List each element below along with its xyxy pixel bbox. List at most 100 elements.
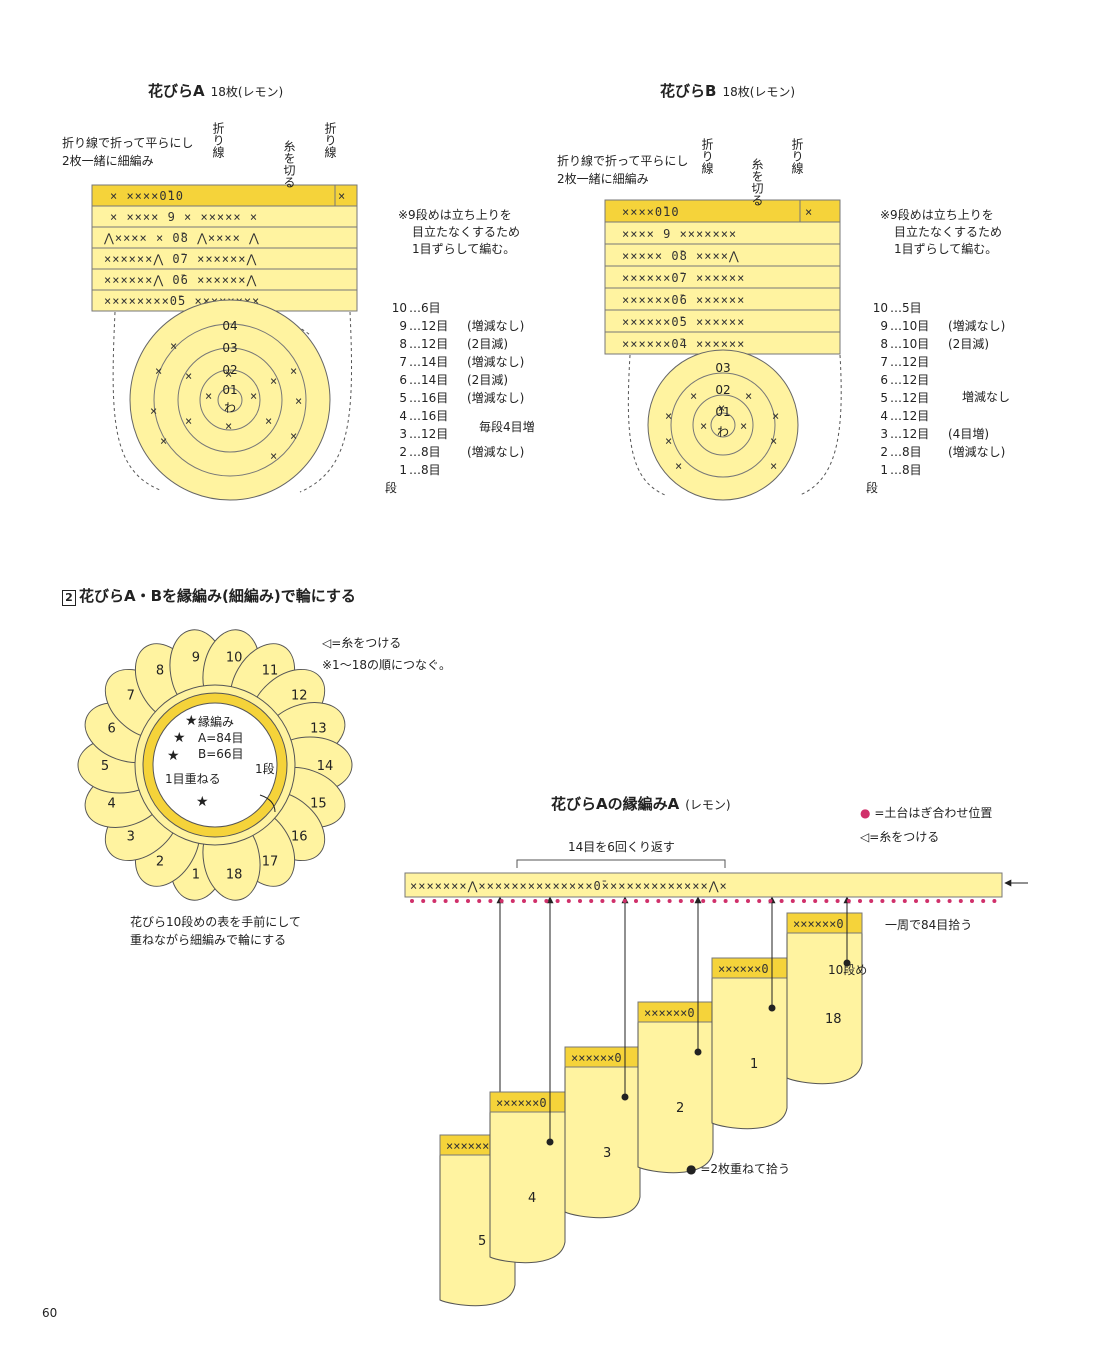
edging-petal-stitches: ××××××0 xyxy=(496,1096,547,1110)
row-count: …8目 xyxy=(890,445,922,459)
svg-text:×: × xyxy=(338,189,346,203)
row-entry: 10…5目 xyxy=(866,299,1038,317)
row-unit-label: 段 xyxy=(866,481,879,495)
row-change xyxy=(948,461,1038,479)
row-entry: 8…10目(2目減) xyxy=(866,335,1038,353)
row-count: …10目 xyxy=(890,337,930,351)
edging-petal-stitches: ××××××0 xyxy=(644,1006,695,1020)
seam-dot xyxy=(768,899,773,903)
seam-dot xyxy=(432,899,437,903)
seam-dot xyxy=(981,899,986,903)
petal-number: 14 xyxy=(317,759,334,774)
seam-dot xyxy=(790,899,795,903)
seam-dot xyxy=(611,899,616,903)
row-change: (増減なし) xyxy=(467,355,525,369)
row-number: 8 xyxy=(399,337,407,351)
row-change xyxy=(467,299,557,317)
row-entry: 6…12目 xyxy=(866,371,1038,389)
seam-dot xyxy=(846,899,851,903)
edging-title: 花びらAの縁編みA(レモン) xyxy=(551,795,731,813)
svg-text:××××××0̄5 ××××××: ××××××0̄5 ×××××× xyxy=(622,315,745,329)
row-number: 2 xyxy=(399,445,407,459)
petal-b-bracket-note: 増減なし xyxy=(962,390,1011,404)
star-icon: ★ xyxy=(196,794,209,810)
row-entry: 2…8目(増減なし) xyxy=(385,443,557,461)
seam-dot xyxy=(645,899,650,903)
row-number: 9 xyxy=(399,319,407,333)
petal-number: 10 xyxy=(226,651,243,666)
section-2-caption: 花びら10段めの表を手前にして 重ねながら細編みで輪にする xyxy=(130,915,301,947)
seam-dot xyxy=(544,899,549,903)
row-count: …12目 xyxy=(890,355,930,369)
svg-text:×: × xyxy=(290,364,298,378)
edging-repeat-label: 14目を6回くり返す xyxy=(568,840,675,854)
svg-text:××××××0̄4 ××××××: ××××××0̄4 ×××××× xyxy=(622,337,745,351)
edging-petal-stitches: ××××××0 xyxy=(571,1051,622,1065)
row-change: (増減なし) xyxy=(948,319,1006,333)
petal-number: 8 xyxy=(156,664,164,679)
svg-text:×: × xyxy=(155,364,163,378)
petal-number: 16 xyxy=(291,830,308,845)
svg-text:×: × xyxy=(225,419,233,433)
seam-dot xyxy=(477,899,482,903)
row-number: 7 xyxy=(399,355,407,369)
edging-pickup-label: 一周で84目拾う xyxy=(885,918,973,932)
seam-dot xyxy=(936,899,941,903)
seam-dot xyxy=(656,899,661,903)
svg-text:×: × xyxy=(290,429,298,443)
seam-dot xyxy=(634,899,638,903)
svg-text:×: × xyxy=(745,389,753,403)
row-change: (2目減) xyxy=(948,337,989,351)
row-number: 4 xyxy=(399,409,407,423)
petal-number: 4 xyxy=(107,797,115,812)
row-number: 4 xyxy=(880,409,888,423)
petal-number: 11 xyxy=(262,664,279,679)
row-change: (増減なし) xyxy=(467,445,525,459)
edging-petal-number: 18 xyxy=(825,1012,842,1027)
petal-b-note: ※9段めは立ち上りを 目立たなくするため 1目ずらして編む。 xyxy=(880,208,1003,256)
circle-row-label: 01 xyxy=(222,383,237,397)
edging-petal xyxy=(637,1001,714,1174)
seam-dot xyxy=(522,899,526,903)
row-entry: 9…10目(増減なし) xyxy=(866,317,1038,335)
edging-diagram: ××××××05××××××04××××××03××××××02××××××01… xyxy=(404,859,1028,1307)
petal-number: 9 xyxy=(192,651,200,666)
row-count: …12目 xyxy=(409,427,449,441)
seam-dot xyxy=(712,899,717,903)
row-count: …16目 xyxy=(409,409,449,423)
petal-a-fold-line-label-1: 折り線 xyxy=(211,122,225,158)
svg-text:×: × xyxy=(225,367,233,381)
row-entry: 8…12目(2目減) xyxy=(385,335,557,353)
svg-text:×: × xyxy=(265,414,273,428)
row-entry: 2…8目(増減なし) xyxy=(866,443,1038,461)
seam-dot xyxy=(947,899,952,903)
seam-dot xyxy=(869,899,874,903)
row-number: 6 xyxy=(399,373,407,387)
svg-text:××××××⋀ 0̄6 ××××××⋀: ××××××⋀ 0̄6 ××××××⋀ xyxy=(104,273,257,287)
seam-dot xyxy=(421,899,426,903)
petal-number: 2 xyxy=(156,854,164,869)
svg-text:×: × xyxy=(665,434,673,448)
row-count: …12目 xyxy=(890,427,930,441)
seam-dot xyxy=(622,899,627,903)
seam-dot xyxy=(746,899,750,903)
row-number: 1 xyxy=(399,463,407,477)
row-count: …12目 xyxy=(409,319,449,333)
petal-b-fold-line-label-2: 折り線 xyxy=(790,138,804,174)
edging-petal-row10 xyxy=(786,912,863,934)
svg-text:×: × xyxy=(690,389,698,403)
svg-text:×××××××⋀××××××××××××××0̄××××××: ×××××××⋀××××××××××××××0̄×××××××××××××⋀× xyxy=(410,879,728,893)
edging-two-layer-label: ● =2枚重ねて拾う xyxy=(686,1162,791,1176)
petal-number: 7 xyxy=(127,688,135,703)
petal-a-bracket-note: 毎段4目増 xyxy=(479,420,535,434)
seam-dot xyxy=(970,899,974,903)
petal-a-diagram: × ××××0̄10 × ×××× 9 × ××××× × ⋀×××× × 0̄… xyxy=(91,184,358,501)
seam-dot xyxy=(466,899,470,903)
row-change xyxy=(948,353,1038,371)
petal-number: 12 xyxy=(291,688,308,703)
svg-text:×: × xyxy=(805,205,813,219)
